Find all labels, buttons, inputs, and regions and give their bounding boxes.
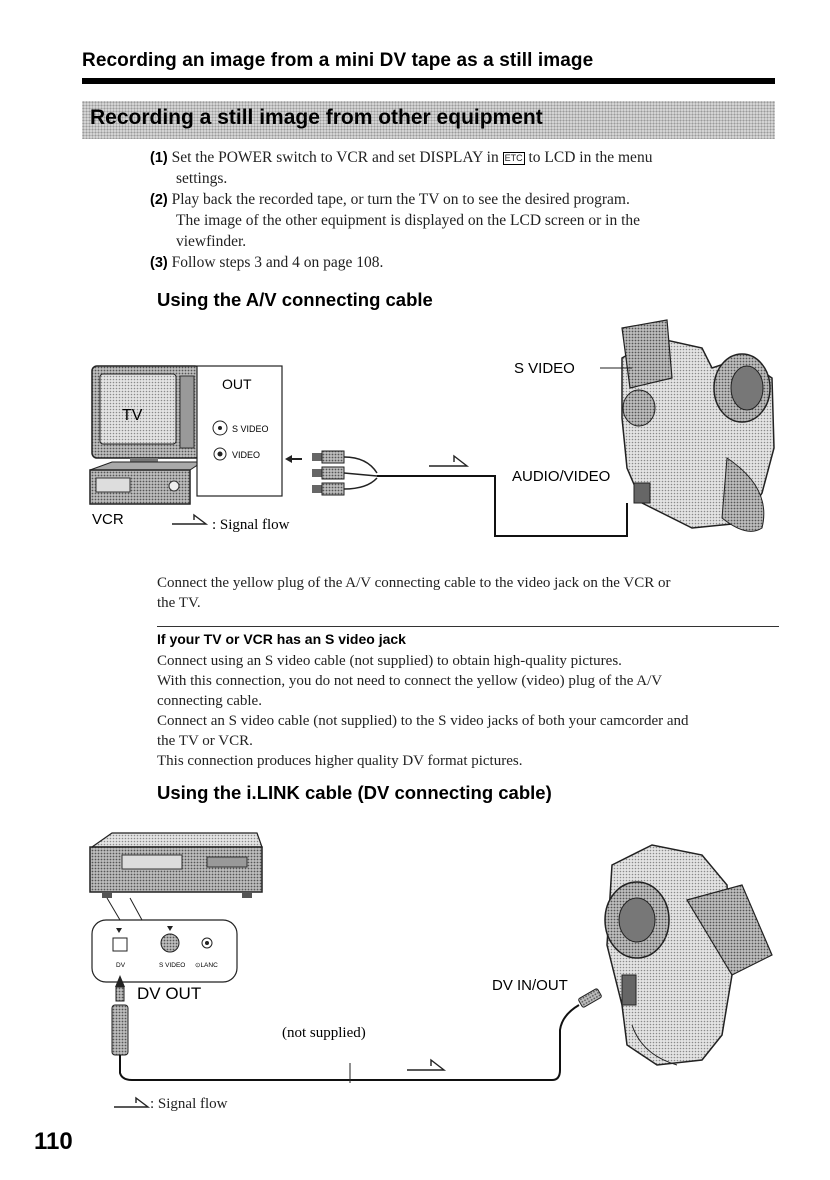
ilink-cable xyxy=(119,1004,580,1081)
jack-panel xyxy=(91,919,238,983)
av-cable xyxy=(377,475,628,537)
av-section-title: Using the A/V connecting cable xyxy=(157,289,433,310)
step-3: (3) Follow steps 3 and 4 on page 108. xyxy=(150,252,770,274)
s-video-note-body: Connect using an S video cable (not supp… xyxy=(157,651,787,771)
dv-out-plug-icon xyxy=(111,975,129,1056)
arrow-left-icon xyxy=(285,455,302,463)
s-video-note-line-4: Connect an S video cable (not supplied) … xyxy=(157,713,689,729)
s-video-note-line-5: the TV or VCR. xyxy=(157,733,253,749)
dv-port-icon xyxy=(112,937,128,952)
dv-out-label: DV OUT xyxy=(137,984,201,1003)
not-supplied-label: (not supplied) xyxy=(282,1025,366,1041)
s-video-small-label: S VIDEO xyxy=(159,962,185,969)
tv-illustration xyxy=(91,365,201,468)
av-note-line-2: the TV. xyxy=(157,595,201,611)
out-panel xyxy=(196,365,283,497)
s-video-jack-label: S VIDEO xyxy=(232,424,269,434)
header-rule xyxy=(82,78,775,84)
dv-vcr-illustration xyxy=(89,832,263,898)
ilink-connection-diagram: DV S VIDEO ⊙LANC DV OUT (not supplied) D… xyxy=(89,832,773,1083)
signal-flow-legend-icon xyxy=(114,1096,151,1108)
s-video-note-line-3: connecting cable. xyxy=(157,693,262,709)
av-note: Connect the yellow plug of the A/V conne… xyxy=(157,573,787,613)
audio-video-label: AUDIO/VIDEO xyxy=(512,468,610,485)
dv-in-out-plug-icon xyxy=(578,988,602,1008)
dv-port-label: DV xyxy=(116,962,126,969)
camcorder-illustration xyxy=(621,319,775,532)
dv-in-out-label: DV IN/OUT xyxy=(492,977,568,994)
av-cable-plugs xyxy=(312,450,378,496)
av-note-line-1: Connect the yellow plug of the A/V conne… xyxy=(157,575,671,591)
vcr-illustration xyxy=(89,461,204,505)
signal-flow-legend-icon xyxy=(172,513,209,525)
ilink-signal-flow-label: : Signal flow xyxy=(150,1096,228,1112)
note-rule xyxy=(157,626,779,627)
page-number: 110 xyxy=(34,1128,73,1155)
step-1: (1) Set the POWER switch to VCR and set … xyxy=(150,147,770,169)
etc-icon: ETC xyxy=(502,152,525,165)
video-jack-label: VIDEO xyxy=(232,450,260,460)
ilink-section-title: Using the i.LINK cable (DV connecting ca… xyxy=(157,782,552,803)
step-2-number: (2) xyxy=(150,192,168,208)
section-title: Recording a still image from other equip… xyxy=(90,106,543,129)
s-video-note-heading: If your TV or VCR has an S video jack xyxy=(157,631,406,647)
s-video-label: S VIDEO xyxy=(514,360,575,377)
vcr-label: VCR xyxy=(92,511,124,528)
page-header-title: Recording an image from a mini DV tape a… xyxy=(82,50,594,71)
step-2-line3: viewfinder. xyxy=(176,233,247,250)
signal-flow-arrow-icon xyxy=(429,454,470,467)
signal-flow-legend-label: : Signal flow xyxy=(212,517,290,533)
s-video-note-line-1: Connect using an S video cable (not supp… xyxy=(157,653,622,669)
step-2-text: Play back the recorded tape, or turn the… xyxy=(171,191,630,208)
step-1-line2: settings. xyxy=(176,170,228,187)
s-video-note-line-6: This connection produces higher quality … xyxy=(157,753,523,769)
signal-flow-arrow-icon xyxy=(407,1058,447,1071)
step-3-number: (3) xyxy=(150,255,168,271)
step-1-number: (1) xyxy=(150,150,168,166)
step-1-text-cont: to LCD in the menu xyxy=(528,149,653,166)
out-label: OUT xyxy=(222,376,252,392)
section-banner xyxy=(82,101,775,139)
lanc-label: ⊙LANC xyxy=(195,962,218,969)
step-2-line2: The image of the other equipment is disp… xyxy=(176,212,641,229)
dv-camcorder-illustration xyxy=(604,844,773,1066)
s-video-port-icon xyxy=(160,933,180,953)
s-video-note-line-2: With this connection, you do not need to… xyxy=(157,673,663,689)
step-1-text: Set the POWER switch to VCR and set DISP… xyxy=(171,149,499,166)
step-2: (2) Play back the recorded tape, or turn… xyxy=(150,189,770,211)
tv-label: TV xyxy=(122,407,143,424)
step-3-text: Follow steps 3 and 4 on page 108. xyxy=(171,254,384,271)
av-connection-diagram: TV VCR OUT S VIDEO VIDEO xyxy=(89,319,775,537)
